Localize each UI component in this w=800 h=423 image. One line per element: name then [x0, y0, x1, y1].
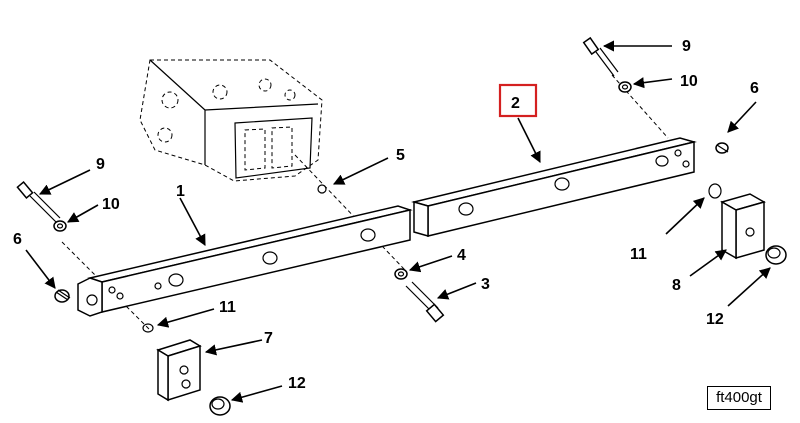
callout-6-left[interactable]: 6 [13, 231, 22, 248]
callout-8[interactable]: 8 [672, 277, 681, 294]
cylinder-head-illustration [139, 59, 323, 182]
callout-10-left[interactable]: 10 [102, 196, 120, 213]
caps [209, 245, 787, 416]
callout-5[interactable]: 5 [396, 147, 405, 164]
plugs [54, 142, 729, 303]
rail-part-2 [411, 137, 697, 237]
callout-9-left[interactable]: 9 [96, 156, 105, 173]
callout-12-left[interactable]: 12 [288, 375, 306, 392]
block-part-7 [156, 339, 202, 402]
callout-12-right[interactable]: 12 [706, 311, 724, 328]
bolt-left [16, 181, 61, 223]
bolt-right [582, 36, 619, 77]
block-part-8 [720, 193, 766, 260]
callout-3[interactable]: 3 [481, 276, 490, 293]
bolt-part-3 [405, 281, 445, 323]
o-rings [142, 183, 722, 333]
washers [53, 81, 632, 280]
rail-part-1 [77, 205, 413, 317]
callout-4[interactable]: 4 [457, 247, 466, 264]
callout-11-right[interactable]: 11 [630, 246, 647, 263]
callout-1[interactable]: 1 [176, 183, 185, 200]
callout-2[interactable]: 2 [511, 95, 520, 112]
callout-10-right[interactable]: 10 [680, 73, 698, 90]
callout-2-highlight-box [498, 83, 538, 118]
callout-9-right[interactable]: 9 [682, 38, 691, 55]
leader-arrows [25, 40, 771, 403]
callout-11-left[interactable]: 11 [219, 299, 236, 316]
figure-reference-label: ft400gt [707, 386, 771, 410]
callout-7[interactable]: 7 [264, 330, 273, 347]
callout-6-right[interactable]: 6 [750, 80, 759, 97]
